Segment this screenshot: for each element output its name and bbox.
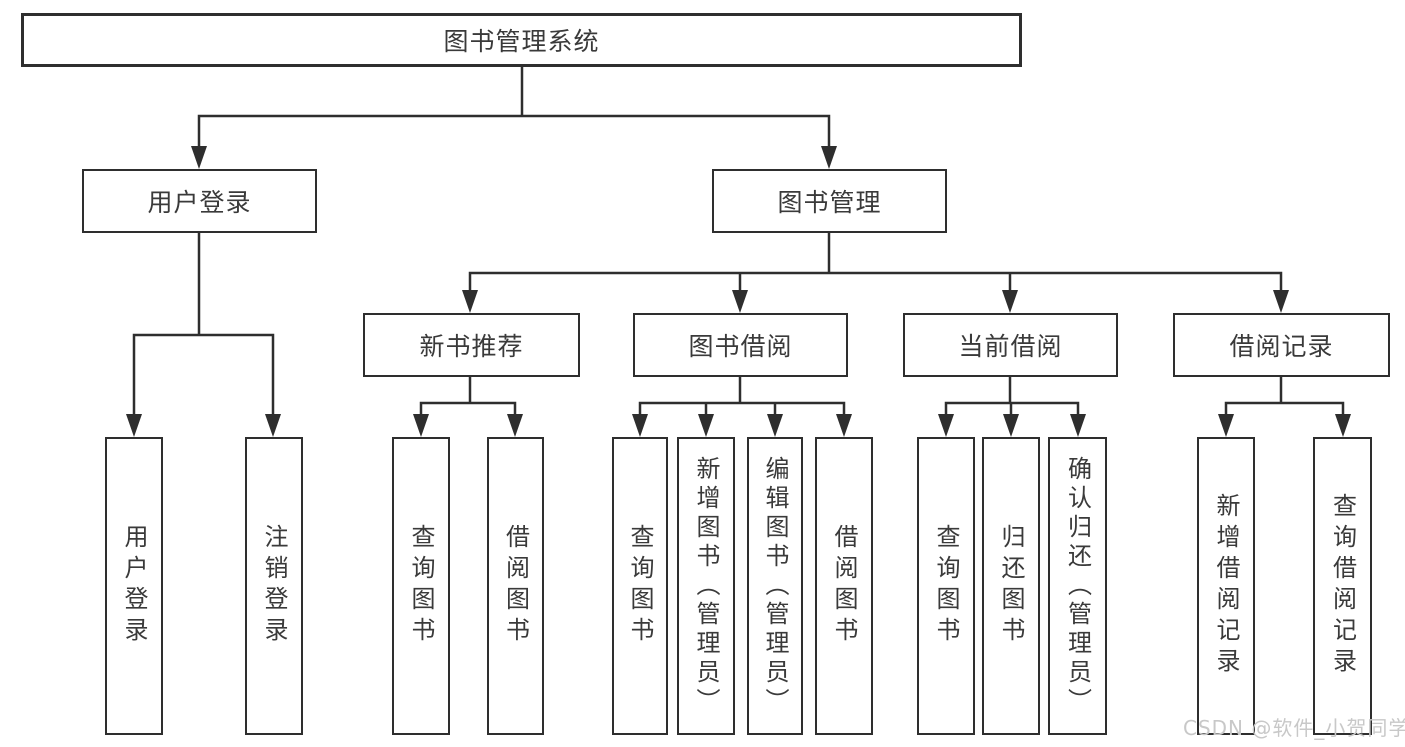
- leaf-bb-edit-book-admin: 编辑图书（管理员）: [747, 437, 803, 735]
- node-label: 图书借阅: [688, 332, 793, 361]
- node-label: 当前借阅: [958, 332, 1063, 361]
- leaf-bb-add-book-admin: 新增图书（管理员）: [677, 437, 735, 735]
- node-borrow-record: 借阅记录: [1173, 313, 1390, 377]
- node-label: 查询图书: [407, 524, 435, 648]
- leaf-user-login: 用户登录: [105, 437, 163, 735]
- node-label: 借阅图书: [830, 524, 858, 648]
- node-label: 借阅记录: [1229, 332, 1334, 361]
- node-label: 图书管理系统: [443, 27, 600, 56]
- leaf-br-query-record: 查询借阅记录: [1313, 437, 1372, 735]
- node-user-login: 用户登录: [82, 169, 317, 233]
- node-label: 新书推荐: [419, 332, 524, 361]
- node-label: 用户登录: [120, 524, 148, 648]
- node-root: 图书管理系统: [21, 13, 1022, 67]
- node-label: 图书管理: [777, 188, 882, 217]
- leaf-logout-login: 注销登录: [245, 437, 303, 735]
- leaf-bb-query-book: 查询图书: [612, 437, 668, 735]
- node-current-borrow: 当前借阅: [903, 313, 1118, 377]
- node-label: 用户登录: [147, 188, 252, 217]
- node-label: 编辑图书（管理员）: [761, 455, 789, 717]
- leaf-nb-query-book: 查询图书: [392, 437, 450, 735]
- node-label: 归还图书: [997, 524, 1025, 648]
- leaf-bb-borrow-book: 借阅图书: [815, 437, 873, 735]
- leaf-cb-return-book: 归还图书: [982, 437, 1040, 735]
- leaf-cb-query-book: 查询图书: [917, 437, 975, 735]
- node-label: 注销登录: [260, 524, 288, 648]
- node-label: 确认归还（管理员）: [1063, 455, 1092, 717]
- node-label: 查询图书: [626, 524, 654, 648]
- leaf-br-add-record: 新增借阅记录: [1197, 437, 1255, 735]
- leaf-cb-confirm-return-admin: 确认归还（管理员）: [1048, 437, 1107, 735]
- node-label: 借阅图书: [501, 524, 530, 648]
- node-label: 新增图书（管理员）: [692, 455, 720, 717]
- node-new-book-recommend: 新书推荐: [363, 313, 580, 377]
- node-label: 查询借阅记录: [1328, 493, 1357, 679]
- node-book-borrow: 图书借阅: [633, 313, 848, 377]
- node-label: 新增借阅记录: [1212, 493, 1240, 679]
- leaf-nb-borrow-book: 借阅图书: [487, 437, 544, 735]
- node-book-management: 图书管理: [712, 169, 947, 233]
- watermark-csdn: CSDN @软件_小贺同学: [1183, 716, 1405, 740]
- node-label: 查询图书: [932, 524, 960, 648]
